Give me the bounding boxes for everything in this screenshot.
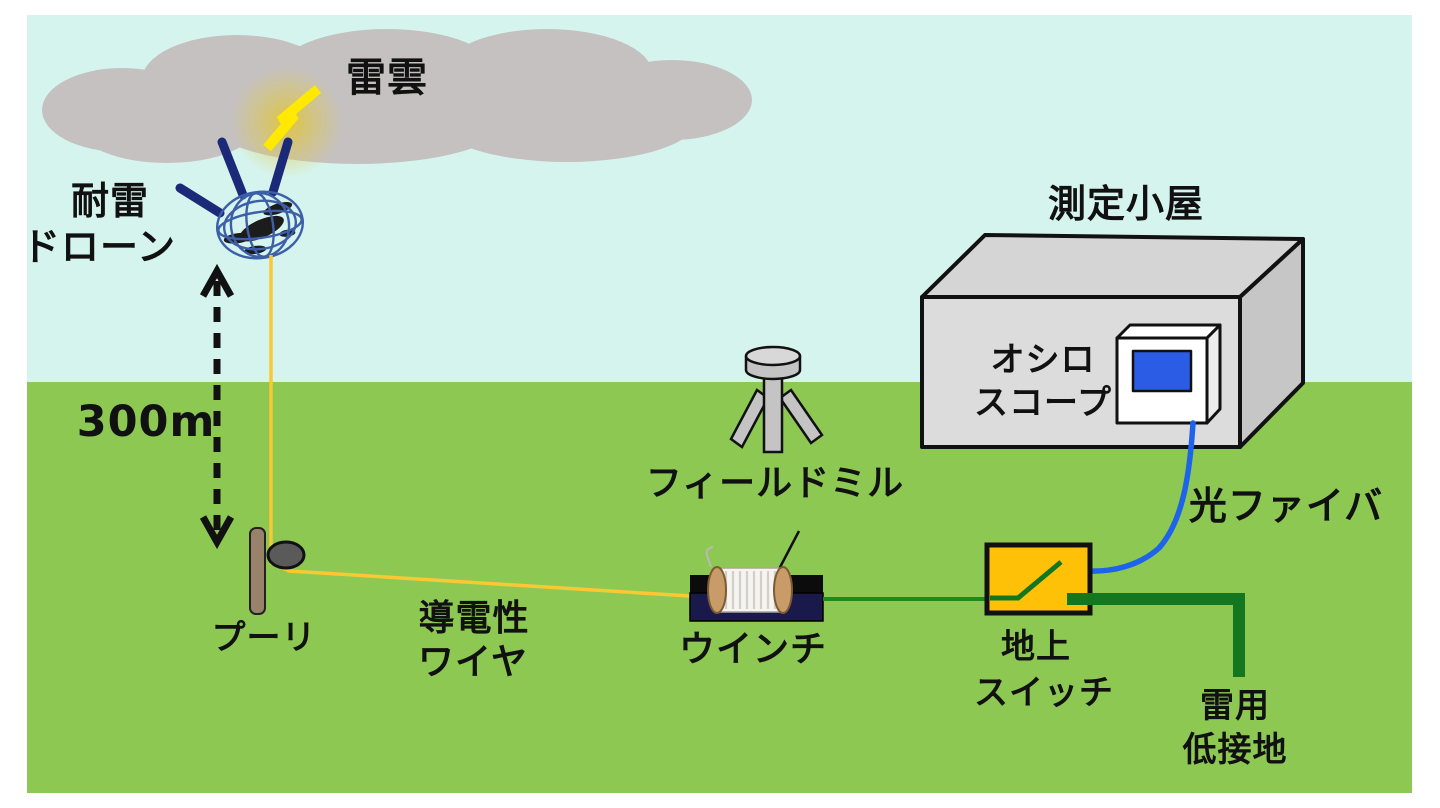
oscilloscope-screen bbox=[1131, 349, 1193, 393]
winch bbox=[689, 530, 824, 622]
oscilloscope-side bbox=[1205, 323, 1222, 425]
oscilloscope bbox=[1115, 323, 1222, 425]
label-pulley: プーリ bbox=[211, 618, 317, 658]
label-grounding-line1: 雷用 bbox=[1200, 686, 1270, 726]
label-winch: ウインチ bbox=[678, 629, 828, 670]
experiment-diagram: 雷雲 耐雷 ドローン 300m プーリ 導電性 ワイヤ ウインチ フィールドミル… bbox=[27, 15, 1412, 793]
pulley-post bbox=[249, 527, 266, 615]
switch-symbol bbox=[990, 560, 1063, 601]
lightning-rod-left bbox=[175, 183, 225, 218]
lightning-rod-middle bbox=[217, 137, 248, 200]
oscilloscope-top bbox=[1115, 323, 1222, 340]
lightning-rod-right bbox=[268, 137, 293, 197]
label-drone-line1: 耐雷 bbox=[70, 179, 150, 223]
label-hut: 測定小屋 bbox=[1047, 182, 1205, 226]
label-conductive-wire-line1: 導電性 bbox=[418, 598, 530, 639]
label-oscilloscope-line1: オシロ bbox=[990, 340, 1096, 380]
label-conductive-wire-line2: ワイヤ bbox=[418, 642, 528, 683]
field-mill-right-leg bbox=[778, 388, 824, 445]
label-oscilloscope-line2: スコープ bbox=[974, 383, 1112, 423]
label-drone-line2: ドローン bbox=[27, 225, 177, 269]
hut-roof bbox=[920, 233, 1305, 299]
winch-spool bbox=[707, 566, 793, 614]
pulley-wheel bbox=[266, 540, 306, 570]
label-thundercloud: 雷雲 bbox=[346, 55, 428, 101]
optical-fiber-cable bbox=[1085, 420, 1196, 574]
measurement-hut bbox=[920, 233, 1305, 449]
label-grounding-line2: 低接地 bbox=[1182, 730, 1288, 770]
field-mill bbox=[729, 345, 824, 454]
winch-guide-wire bbox=[775, 530, 801, 574]
lightning-bolt bbox=[263, 85, 322, 152]
altitude-arrow bbox=[199, 263, 235, 550]
label-altitude: 300m bbox=[76, 397, 216, 447]
drone-cage bbox=[215, 190, 305, 260]
cage-wireframe bbox=[215, 190, 305, 260]
label-optical-fiber: 光ファイバ bbox=[1188, 484, 1384, 528]
diagram-artwork bbox=[27, 15, 1412, 793]
field-mill-disk bbox=[744, 345, 802, 367]
label-ground-switch-line2: スイッチ bbox=[974, 673, 1114, 713]
label-field-mill: フィールドミル bbox=[645, 463, 905, 504]
lightning-rods bbox=[175, 137, 293, 218]
grounding-wire bbox=[1067, 593, 1245, 677]
winch-loose-wire bbox=[705, 546, 714, 568]
label-ground-switch-line1: 地上 bbox=[1001, 627, 1071, 667]
